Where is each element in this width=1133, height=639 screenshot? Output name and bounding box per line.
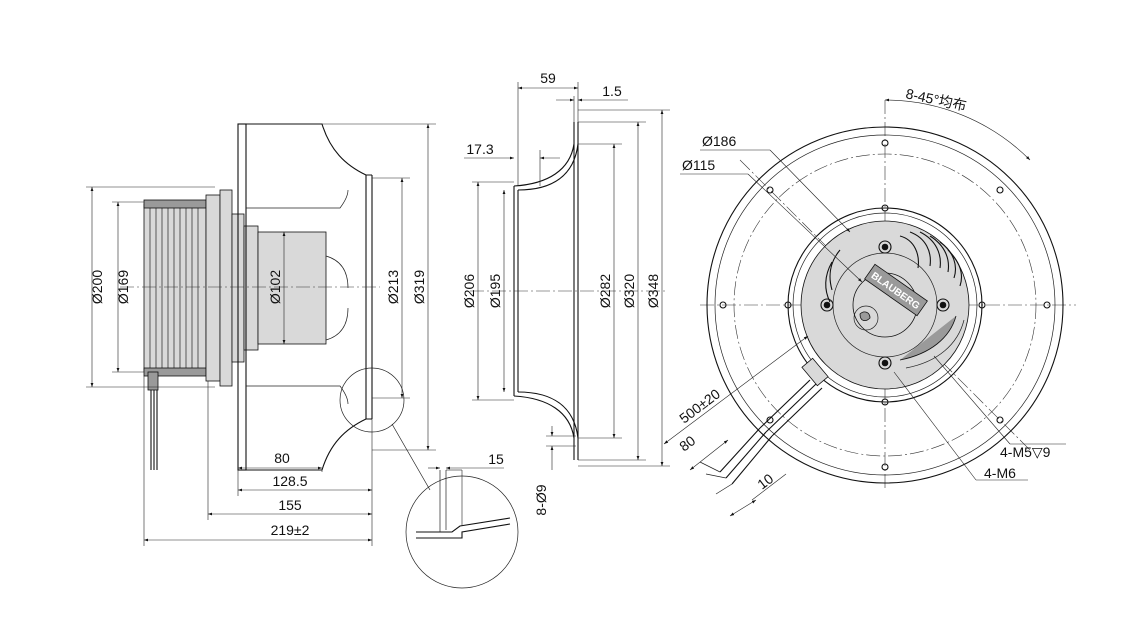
side-view: Ø200 Ø169 Ø102 Ø213 Ø319	[86, 123, 519, 589]
dim-holes: 8-Ø9	[533, 426, 576, 516]
cable10-label: 10	[754, 470, 776, 492]
cable80-label: 80	[676, 432, 698, 454]
dim-d319: Ø319	[322, 123, 436, 451]
d115-label: Ø115	[682, 157, 715, 173]
d200-label: Ø200	[89, 270, 105, 304]
motor-body	[143, 189, 259, 387]
label-m6: 4-M6	[893, 371, 1028, 481]
label-d115: Ø115	[680, 157, 863, 283]
dim-59: 59	[517, 70, 579, 186]
w17-3-label: 17.3	[466, 141, 493, 157]
d102-label: Ø102	[267, 270, 283, 304]
spacing-label: 8-45°均布	[904, 85, 968, 113]
holes8-label: 8-Ø9	[533, 484, 549, 515]
dim-d213: Ø213	[372, 177, 410, 399]
cooling-fins	[825, 231, 963, 303]
dim-d206: Ø206	[461, 181, 514, 401]
dim-cable80: 80	[676, 432, 729, 471]
m5-label: 4-M5▽9	[1000, 444, 1051, 460]
w155-label: 155	[278, 497, 302, 513]
label-spacing: 8-45°均布	[884, 85, 1031, 161]
w128-label: 128.5	[272, 473, 307, 489]
dim-219: 219±2	[144, 522, 372, 542]
label-m5: 4-M5▽9	[933, 355, 1066, 460]
d282-label: Ø282	[597, 274, 613, 308]
dim-d320: Ø320	[578, 121, 646, 461]
dim-80: 80	[238, 450, 323, 472]
d169-label: Ø169	[115, 270, 131, 304]
dim-d169: Ø169	[112, 201, 144, 373]
d320-label: Ø320	[621, 274, 637, 308]
d213-label: Ø213	[385, 270, 401, 304]
w59-label: 59	[540, 70, 556, 86]
cable500-label: 500±20	[676, 385, 723, 426]
motor-holes	[784, 204, 986, 406]
dim-d348: Ø348	[578, 109, 670, 467]
inlet-ring-view: 59 1.5 17.3 Ø206 Ø195	[461, 70, 670, 516]
w1-5-label: 1.5	[602, 83, 622, 99]
dim-155: 155	[208, 497, 372, 516]
d319-label: Ø319	[411, 270, 427, 304]
dim-d282: Ø282	[578, 143, 622, 439]
front-view: BLAUBERG	[663, 85, 1076, 517]
dim-d102: Ø102	[267, 232, 286, 344]
d195-label: Ø195	[487, 274, 503, 308]
detail-view: 15	[405, 451, 519, 589]
dim-d200: Ø200	[86, 186, 215, 388]
dim-128: 128.5	[238, 473, 372, 492]
w219-label: 219±2	[271, 522, 310, 538]
label-d186: Ø186	[700, 133, 851, 233]
m6-label: 4-M6	[984, 465, 1016, 481]
cable	[147, 371, 159, 470]
dim-d195: Ø195	[487, 190, 506, 392]
dim-17-3: 17.3	[464, 141, 560, 186]
d186-label: Ø186	[702, 133, 736, 149]
dim-cable500: 500±20	[663, 335, 809, 445]
d348-label: Ø348	[645, 274, 661, 308]
w15-label: 15	[488, 451, 504, 467]
d206-label: Ø206	[461, 274, 477, 308]
dim-1-5: 1.5	[556, 83, 628, 122]
w80-label: 80	[274, 450, 290, 466]
